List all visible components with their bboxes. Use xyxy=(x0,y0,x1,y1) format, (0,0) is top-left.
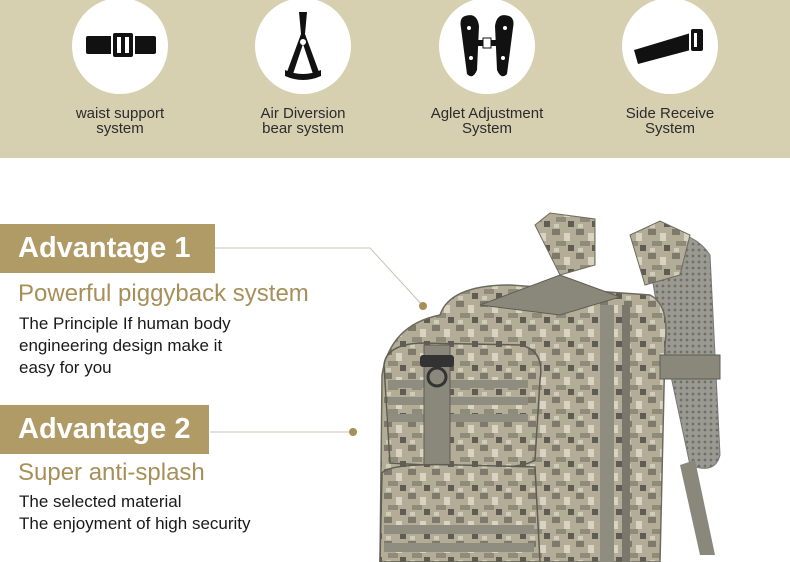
shoulder-straps-icon xyxy=(460,15,514,77)
feature-icon-circle xyxy=(439,0,535,94)
waist-belt-icon xyxy=(86,31,156,59)
advantage-1-title: Advantage 1 xyxy=(0,224,215,273)
harness-icon xyxy=(285,12,321,80)
compression-strap-icon xyxy=(634,27,705,64)
feature-icon-circle xyxy=(72,0,168,94)
feature-icon-circle xyxy=(255,0,351,94)
advantage-1-subtitle: Powerful piggyback system xyxy=(18,280,309,307)
advantage-2-description: The selected material The enjoyment of h… xyxy=(19,492,251,533)
feature-icon-circle xyxy=(622,0,718,94)
backpack-image xyxy=(379,212,721,562)
advantage-2-subtitle: Super anti-splash xyxy=(18,459,205,486)
advantage-2-title: Advantage 2 xyxy=(0,405,209,454)
advantage-1-description: The Principle If human body engineering … xyxy=(19,314,231,377)
